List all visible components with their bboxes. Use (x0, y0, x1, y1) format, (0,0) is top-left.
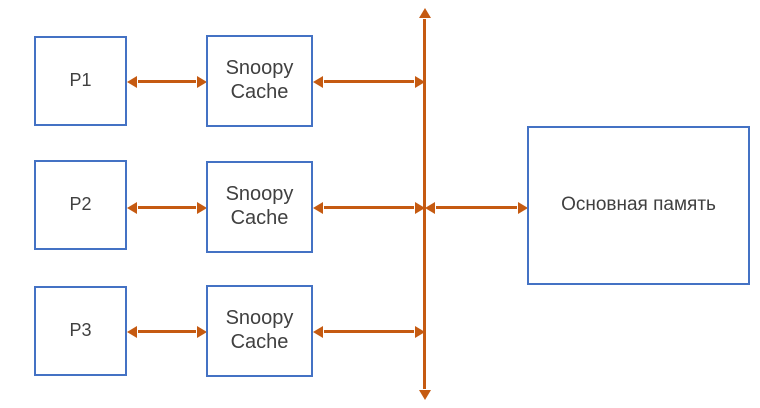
arrow-bus-to-memory (436, 206, 517, 209)
arrow-p1-to-cache1 (138, 80, 196, 83)
arrow-cache3-to-bus (324, 330, 414, 333)
arrow-p2-to-cache2 (138, 206, 196, 209)
main-memory-box[interactable]: Основная память (527, 126, 750, 285)
arrow-cache2-to-bus (324, 206, 414, 209)
arrow-p3-to-cache3 (138, 330, 196, 333)
processor-box-p3[interactable]: P3 (34, 286, 127, 376)
snoopy-cache-box-3[interactable]: Snoopy Cache (206, 285, 313, 377)
processor-box-p2[interactable]: P2 (34, 160, 127, 250)
arrow-cache1-to-bus (324, 80, 414, 83)
snoopy-cache-box-2[interactable]: Snoopy Cache (206, 161, 313, 253)
processor-box-p1[interactable]: P1 (34, 36, 127, 126)
snoopy-cache-box-1[interactable]: Snoopy Cache (206, 35, 313, 127)
